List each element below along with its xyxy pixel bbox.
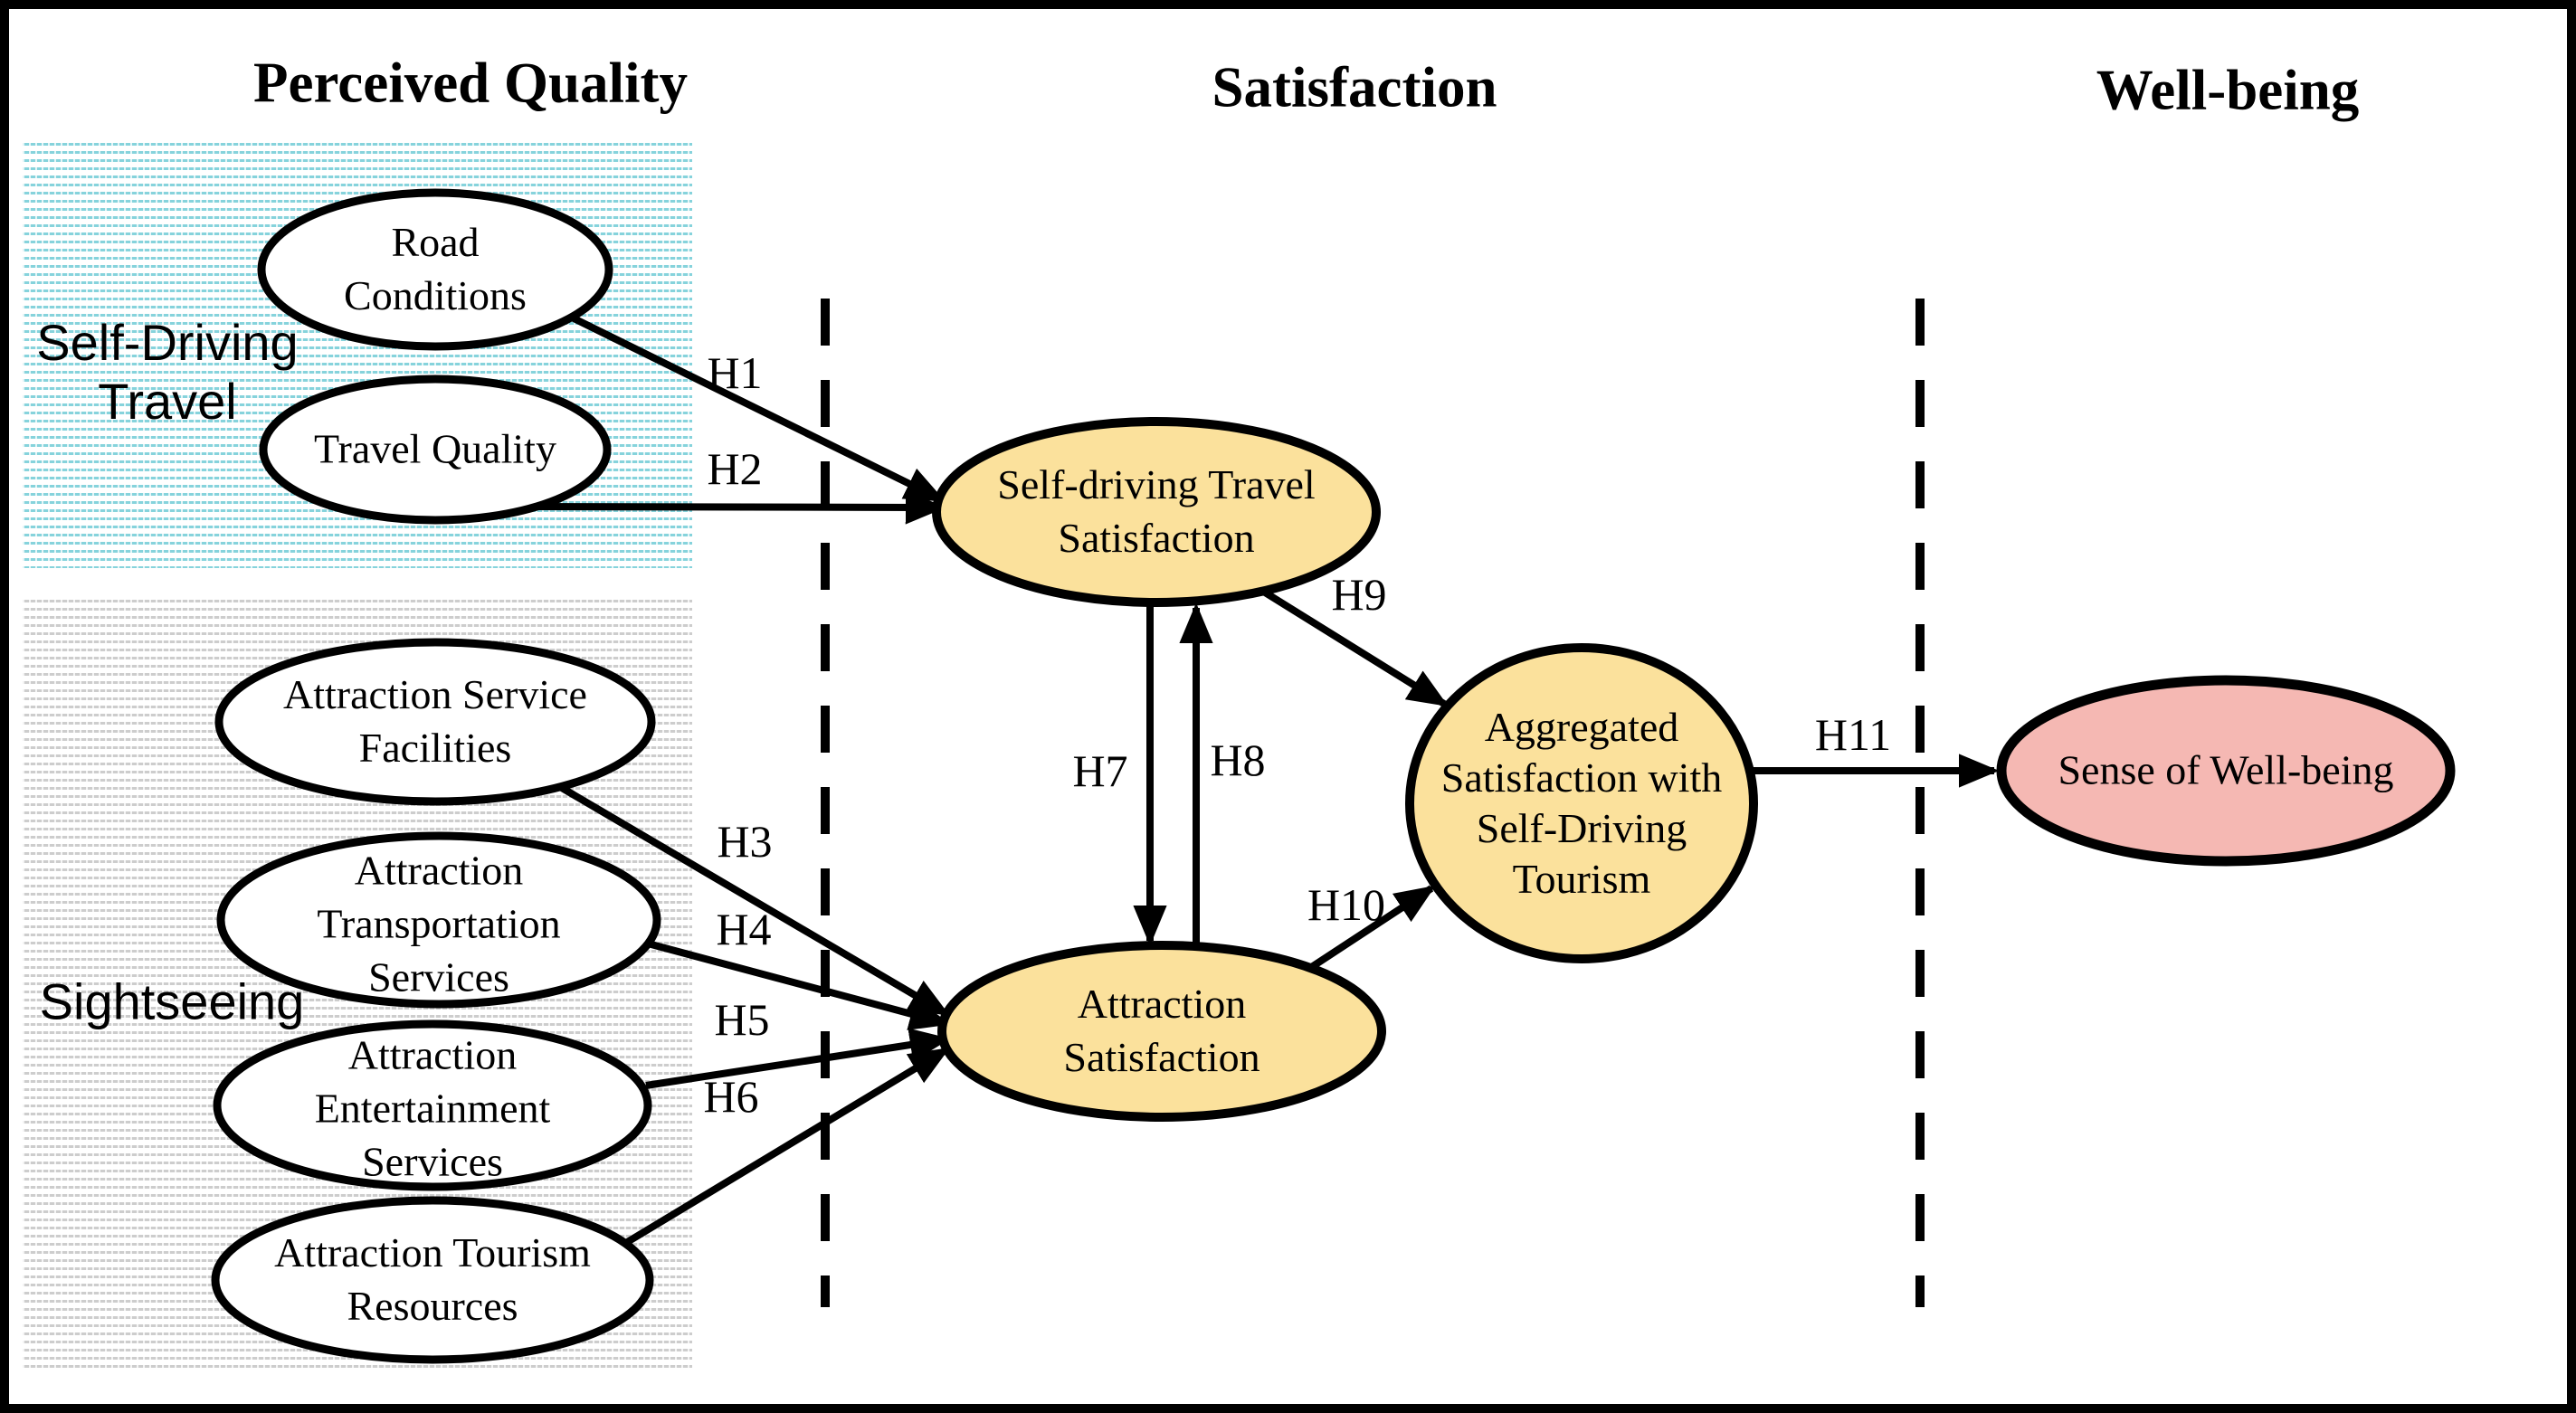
arrow-h4	[646, 940, 951, 1030]
hypothesis-label-h4: H4	[716, 904, 772, 954]
hypothesis-label-h8: H8	[1210, 735, 1266, 785]
node-label-road-conditions: Road Conditions	[344, 219, 527, 318]
node-label-attraction-satisfaction: Attraction Satisfaction	[1063, 981, 1260, 1080]
arrow-h3	[559, 784, 950, 1017]
node-attraction-transportation-services	[216, 831, 661, 1009]
arrow-h10	[1305, 885, 1436, 973]
hypothesis-label-h5: H5	[714, 994, 770, 1045]
hypothesis-label-h10: H10	[1307, 879, 1386, 930]
column-header-satisfaction: Satisfaction	[1212, 55, 1497, 119]
node-label-self-driving-travel-satisfaction: Self-driving Travel Satisfaction	[997, 461, 1316, 561]
node-attraction-entertainment-services	[213, 1019, 652, 1191]
hypothesis-label-h1: H1	[707, 347, 763, 398]
node-label-aggregated-satisfaction: Aggregated Satisfaction with Self-Drivin…	[1440, 703, 1723, 903]
node-attraction-satisfaction	[937, 941, 1386, 1122]
node-self-driving-travel-satisfaction	[932, 417, 1381, 607]
group-label-self-driving-travel: Self-Driving Travel	[36, 314, 299, 430]
hypothesis-label-h6: H6	[703, 1071, 759, 1122]
node-road-conditions	[257, 188, 613, 351]
node-label-attraction-service-facilities: Attraction Service Facilities	[283, 671, 587, 771]
column-header-perceived-quality: Perceived Quality	[253, 51, 688, 115]
node-travel-quality	[259, 375, 612, 525]
arrow-h9	[1255, 584, 1449, 707]
node-label-sense-of-well-being: Sense of Well-being	[2058, 746, 2394, 793]
node-attraction-service-facilities	[214, 638, 656, 806]
node-label-attraction-transportation-services: Attraction Transportation Services	[317, 847, 561, 1000]
hypothesis-label-h7: H7	[1072, 745, 1128, 796]
node-sense-of-well-being	[1996, 675, 2456, 867]
hypothesis-label-h3: H3	[717, 816, 773, 867]
arrow-h5	[645, 1028, 951, 1089]
hypothesis-label-h9: H9	[1331, 569, 1387, 620]
group-label-sightseeing: Sightseeing	[39, 972, 305, 1030]
node-label-attraction-tourism-resources: Attraction Tourism Resources	[274, 1229, 591, 1329]
arrow-h6	[622, 1047, 950, 1247]
node-label-travel-quality: Travel Quality	[314, 425, 556, 472]
node-label-attraction-entertainment-services: Attraction Entertainment Services	[314, 1031, 551, 1185]
arrow-h1	[568, 313, 946, 503]
node-attraction-tourism-resources	[211, 1196, 654, 1364]
hypothesis-label-h2: H2	[707, 443, 763, 494]
node-aggregated-satisfaction	[1405, 643, 1758, 963]
hypothesis-label-h11: H11	[1814, 709, 1892, 760]
column-header-well-being: Well-being	[2096, 58, 2360, 122]
